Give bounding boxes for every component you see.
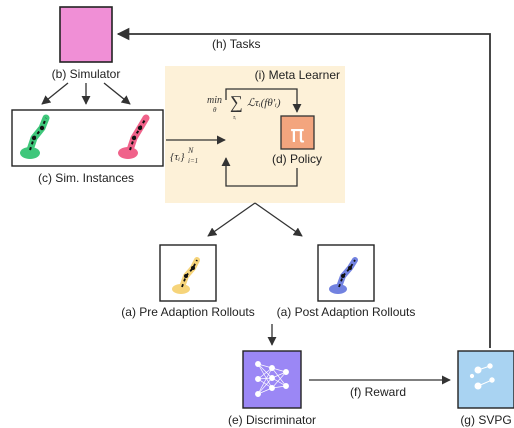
policy-icon: π — [290, 120, 304, 148]
meta-to-pre-arrow — [207, 202, 256, 237]
tasks-arrow — [116, 27, 491, 348]
svpg-box — [457, 350, 514, 409]
particles-icon — [469, 363, 495, 390]
post-rollouts-label: (a) Post Adaption Rollouts — [277, 305, 416, 319]
svg-text:N: N — [187, 146, 194, 155]
svpg-label: (g) SVPG — [460, 413, 511, 427]
svg-text:{τᵢ}: {τᵢ} — [170, 151, 185, 163]
sim-instances-label: (c) Sim. Instances — [38, 171, 134, 185]
tasks-label: (h) Tasks — [212, 37, 260, 51]
svg-text:∑: ∑ — [230, 92, 243, 112]
policy-to-objective-arrow — [221, 157, 298, 187]
svg-text:τᵢ: τᵢ — [233, 115, 236, 121]
robot-arm-green — [20, 114, 50, 159]
meta-learner-label: (i) Meta Learner — [255, 68, 340, 82]
meta-learner-panel — [165, 66, 345, 203]
sim-arrow-left — [41, 82, 69, 105]
svg-text:min: min — [207, 95, 222, 106]
reward-label: (f) Reward — [350, 385, 406, 399]
meta-objective: min θ ∑ τᵢ ℒτᵢ(fθ'ᵢ) — [207, 92, 281, 121]
robot-arm-pink — [118, 114, 150, 159]
neural-network-icon — [255, 361, 289, 397]
objective-to-policy-arrow — [225, 88, 302, 113]
svg-text:ℒτᵢ(fθ'ᵢ): ℒτᵢ(fθ'ᵢ) — [247, 97, 281, 109]
svg-text:i=1: i=1 — [188, 157, 198, 165]
discriminator-label: (e) Discriminator — [228, 413, 316, 427]
policy-box — [280, 115, 315, 150]
meta-to-post-arrow — [254, 202, 303, 237]
sim-arrow-right — [103, 82, 131, 105]
pre-rollouts-label: (a) Pre Adaption Rollouts — [121, 305, 254, 319]
svg-text:θ: θ — [213, 106, 217, 114]
policy-label: (d) Policy — [272, 152, 322, 166]
simulator-box — [59, 6, 113, 63]
simulator-label: (b) Simulator — [52, 67, 121, 81]
task-set-math: {τᵢ} N i=1 — [170, 146, 198, 165]
robot-arm-blue — [329, 257, 358, 294]
robot-arm-yellow — [172, 257, 200, 294]
